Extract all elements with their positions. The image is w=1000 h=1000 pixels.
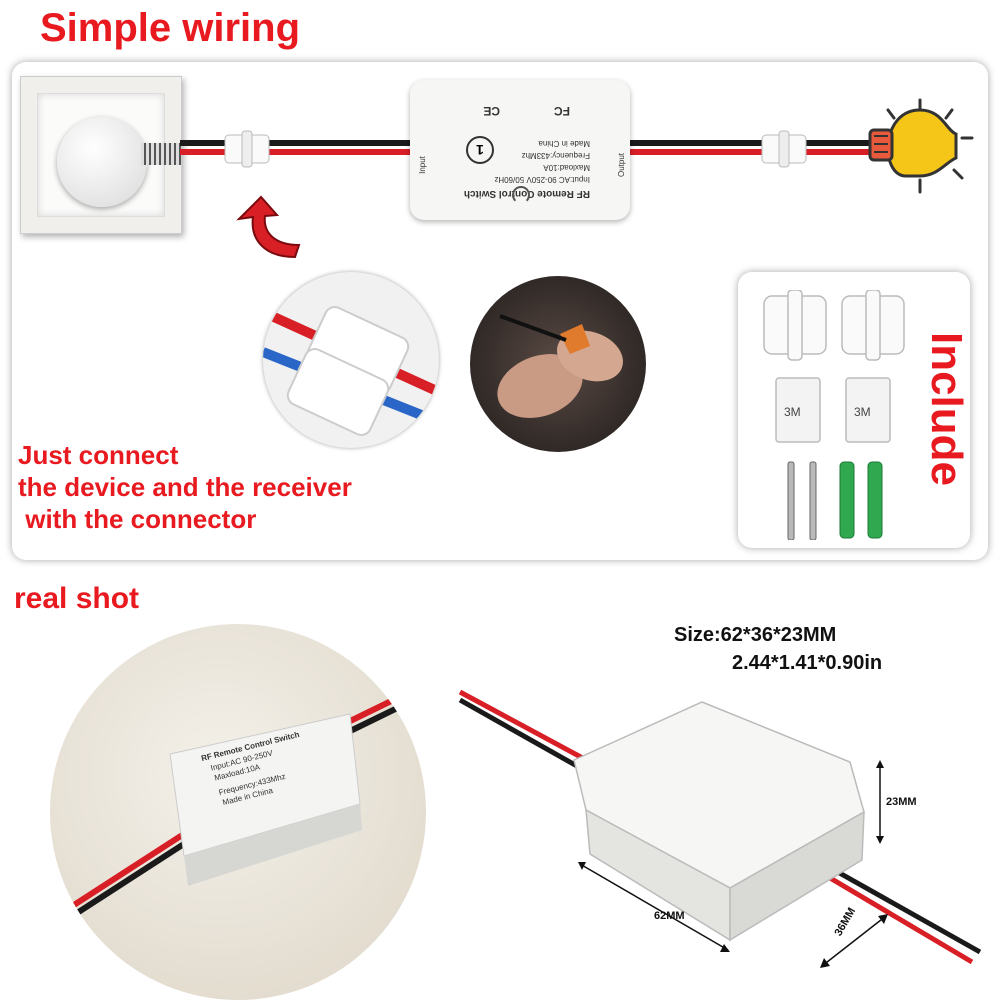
size-in: 2.44*1.41*0.90in [732, 652, 883, 674]
connector-closeup [263, 272, 439, 448]
real-shot-title: real shot [14, 582, 140, 615]
module-output-side: Output [616, 152, 626, 178]
bulb-logo-icon [512, 186, 530, 204]
module-input-side: Input [418, 156, 428, 174]
dimension-diagram [458, 689, 982, 968]
instruction-line-2: the device and the receiver [18, 472, 352, 502]
size-mm: Size:62*36*23MM [674, 624, 837, 646]
dim-height-label: 23MM [886, 796, 917, 808]
module-input: Input:AC 90-250V 50/60Hz [494, 175, 590, 184]
dim-length-label: 62MM [654, 910, 685, 922]
plug [57, 117, 147, 207]
light-bulb-icon [868, 98, 974, 194]
svg-text:3M: 3M [784, 405, 801, 419]
instruction-line-1: Just connect [18, 440, 179, 470]
real-shot-circle: RF Remote Control Switch Input:AC 90-250… [50, 624, 426, 1000]
module-maxload: Maxload:10A [543, 163, 590, 172]
cert-ce: CE [483, 104, 500, 118]
rf-module-top: RF Remote Control Switch Input:AC 90-250… [410, 80, 630, 220]
wall-socket [20, 76, 182, 234]
simple-wiring-title: Simple wiring [40, 6, 301, 50]
cert-fc: FC [554, 104, 570, 118]
module-frequency: Frequency:433Mhz [521, 151, 590, 160]
include-items: 3M 3M [760, 289, 910, 541]
wiring-wires [180, 130, 870, 168]
hands-closeup [470, 276, 646, 452]
module-made-in: Made in China [538, 139, 590, 148]
include-label: Include [922, 331, 971, 487]
svg-text:3M: 3M [854, 405, 871, 419]
instruction-line-3: with the connector [18, 504, 257, 534]
curved-arrow-icon [236, 195, 301, 259]
channel-badge: 1 [466, 136, 494, 164]
